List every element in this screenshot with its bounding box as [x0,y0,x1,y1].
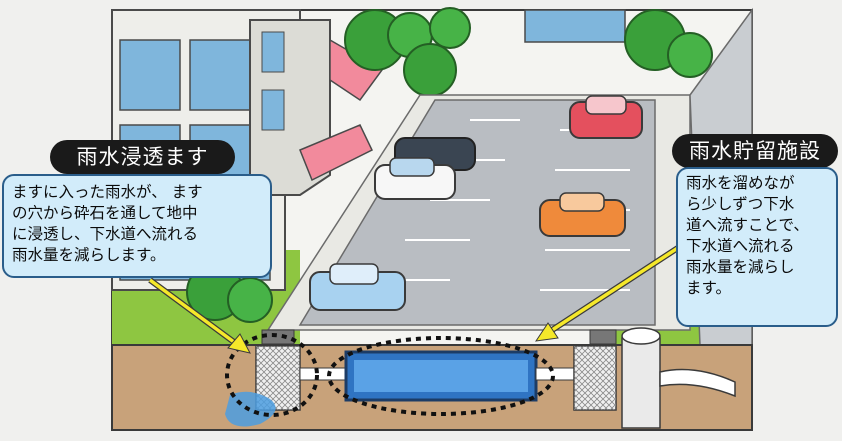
storage-line-4: 下水道へ流れる [686,237,795,255]
storage-line-6: ます。 [686,279,731,297]
cars [309,95,643,311]
storage-line-1: 雨水を溜めなが [686,174,795,192]
infiltration-line-1: ますに入った雨水が、 ます [12,183,203,201]
storage-facility-title: 雨水貯留施設 [672,134,838,168]
storage-facility-description: 雨水を溜めなが ら少しずつ下水 道へ流すことで、 下水道へ流れる 雨水量を減らし… [676,167,838,327]
infiltration-basin [225,329,351,427]
infiltration-highlight [225,333,319,417]
trees [186,7,713,323]
parking-asphalt [298,99,656,326]
outflow-pipe [535,367,577,381]
storage-line-2: ら少しずつ下水 [686,195,795,213]
far-building-windows [524,9,626,43]
storage-line-3: 道へ流すことで、 [686,216,809,234]
infiltration-description: ますに入った雨水が、 ます の穴から砕石を通して地中 に浸透し、下水道へ流れる … [2,174,272,278]
sewer-manhole [573,327,736,429]
infiltration-line-2: の穴から砕石を通して地中 [12,204,198,222]
storage-tank [344,350,538,402]
pointer-arrows [148,237,692,354]
storage-highlight [327,336,555,416]
infiltration-title: 雨水浸透ます [50,140,235,174]
storage-line-5: 雨水量を減らし [686,258,795,276]
infiltration-line-4: 雨水量を減らします。 [12,246,166,264]
infiltration-line-3: に浸透し、下水道へ流れる [12,225,199,243]
